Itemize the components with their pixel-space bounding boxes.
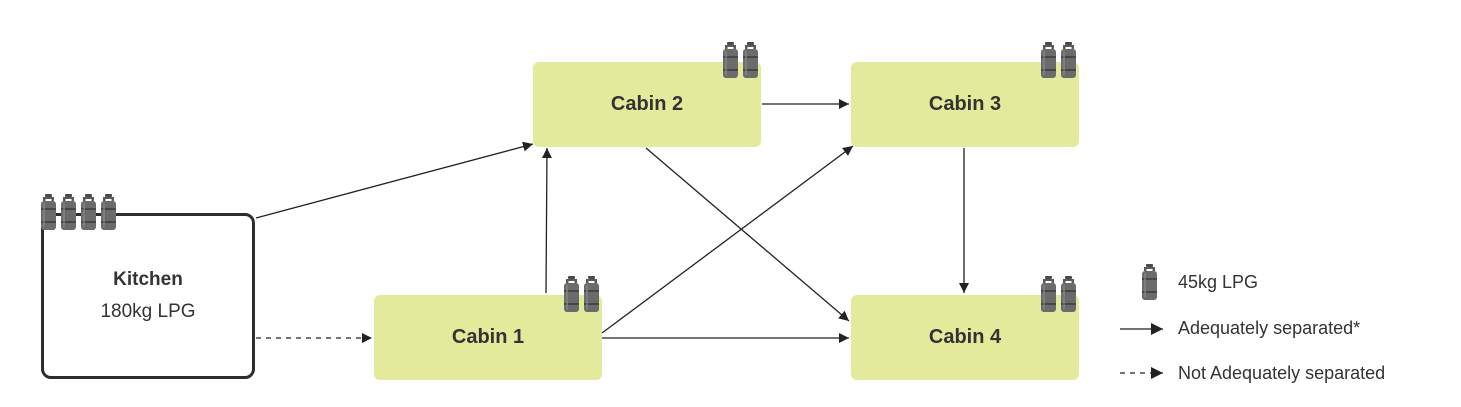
- gas-cylinder-icon: [562, 276, 581, 318]
- cabin-3-node: Cabin 3: [851, 62, 1079, 147]
- gas-cylinder-icon: [59, 194, 78, 236]
- gas-cylinder-icon: [39, 194, 58, 236]
- kitchen-node: Kitchen 180kg LPG: [41, 213, 255, 379]
- cabin-2-bottles: [721, 42, 760, 84]
- gas-cylinder-icon: [1059, 276, 1078, 318]
- cabin-4-label: Cabin 4: [928, 326, 1002, 348]
- gas-cylinder-icon: [1140, 264, 1159, 306]
- gas-cylinder-icon: [99, 194, 118, 236]
- cabin-1-label: Cabin 1: [451, 326, 525, 348]
- gas-cylinder-icon: [79, 194, 98, 236]
- cabin-1-node: Cabin 1: [374, 295, 602, 380]
- legend-bottle-label: 45kg LPG: [1178, 272, 1259, 292]
- edge-cabin2-to-cabin4: [645, 147, 850, 322]
- gas-cylinder-icon: [1059, 42, 1078, 84]
- kitchen-title: Kitchen: [113, 269, 183, 290]
- gas-cylinder-icon: [1039, 276, 1058, 318]
- cabin-2-label: Cabin 2: [610, 93, 684, 115]
- edge-cabin1-to-cabin3: [601, 145, 854, 334]
- legend-solid-label: Adequately separated*: [1178, 318, 1361, 338]
- edge-kitchen-to-cabin2: [255, 141, 534, 219]
- gas-cylinder-icon: [1039, 42, 1058, 84]
- edge-cabin1-to-cabin2: [541, 147, 552, 294]
- cabin-2-node: Cabin 2: [533, 62, 761, 147]
- legend-bottle: [1140, 264, 1159, 306]
- kitchen-bottles: [39, 194, 118, 236]
- cabin-3-label: Cabin 3: [928, 93, 1002, 115]
- cabin-1-bottles: [562, 276, 601, 318]
- cabin-4-bottles: [1039, 276, 1078, 318]
- cabin-3-bottles: [1039, 42, 1078, 84]
- cabin-4-node: Cabin 4: [851, 295, 1079, 380]
- gas-cylinder-icon: [582, 276, 601, 318]
- gas-cylinder-icon: [741, 42, 760, 84]
- gas-cylinder-icon: [721, 42, 740, 84]
- kitchen-lpg-amount: 180kg LPG: [100, 301, 196, 322]
- legend-dashed-label: Not Adequately separated: [1178, 363, 1386, 383]
